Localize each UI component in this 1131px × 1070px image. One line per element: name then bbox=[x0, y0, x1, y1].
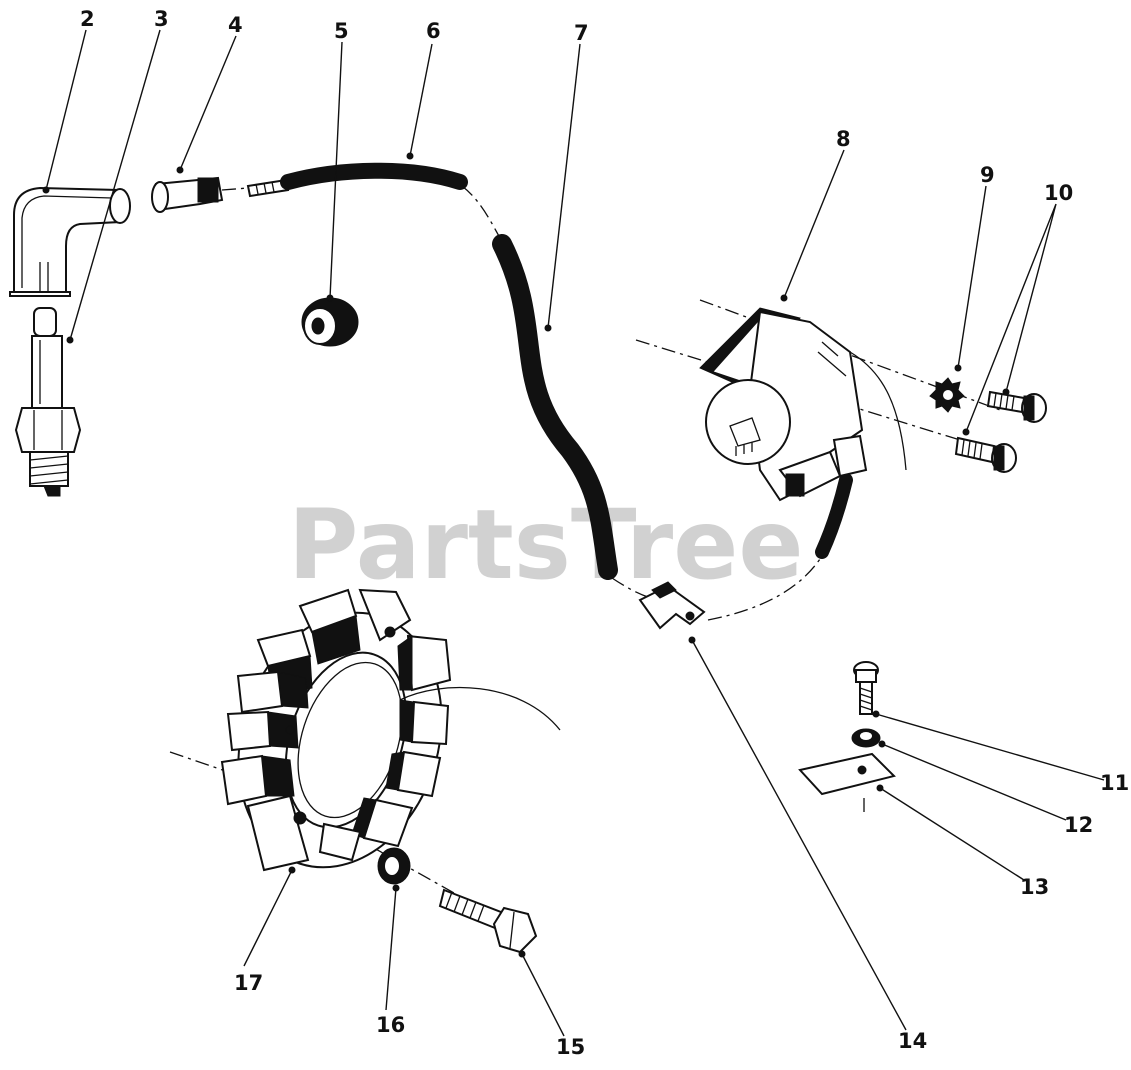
callout-16: 16 bbox=[376, 1013, 405, 1037]
stator-bolt[interactable] bbox=[438, 888, 538, 954]
ignition-wire[interactable] bbox=[280, 162, 853, 621]
callout-13: 13 bbox=[1020, 875, 1049, 899]
callout-6: 6 bbox=[426, 19, 441, 43]
callout-2: 2 bbox=[80, 7, 95, 31]
callout-15: 15 bbox=[556, 1035, 585, 1059]
spark-plug[interactable] bbox=[14, 307, 82, 497]
callout-10: 10 bbox=[1044, 181, 1073, 205]
spark-plug-boot[interactable] bbox=[9, 186, 131, 297]
grommet[interactable] bbox=[301, 297, 359, 347]
ignition-module[interactable] bbox=[635, 299, 1001, 502]
mounting-screw-upper[interactable] bbox=[986, 390, 1047, 423]
callout-8: 8 bbox=[836, 127, 851, 151]
callout-3: 3 bbox=[154, 7, 169, 31]
callout-5: 5 bbox=[334, 19, 349, 43]
leader-lines bbox=[42, 29, 1105, 1037]
ground-plate[interactable] bbox=[798, 752, 896, 812]
spacer-washer[interactable] bbox=[377, 847, 411, 885]
wire-clip[interactable] bbox=[638, 581, 706, 630]
watermark: PartsTree bbox=[288, 489, 803, 601]
callout-9: 9 bbox=[980, 163, 995, 187]
callout-12: 12 bbox=[1064, 813, 1093, 837]
callout-4: 4 bbox=[228, 13, 243, 37]
stator-assembly[interactable] bbox=[169, 586, 561, 931]
star-washer[interactable] bbox=[929, 377, 965, 413]
callout-14: 14 bbox=[898, 1029, 927, 1053]
mounting-screw-lower[interactable] bbox=[954, 436, 1017, 473]
callout-7: 7 bbox=[574, 21, 589, 45]
callout-numbers: 2 3 4 5 6 7 8 9 10 11 12 13 14 15 16 17 bbox=[80, 7, 1129, 1059]
ground-screw[interactable] bbox=[853, 661, 879, 715]
callout-11: 11 bbox=[1100, 771, 1129, 795]
lock-washer[interactable] bbox=[851, 728, 881, 748]
callout-17: 17 bbox=[234, 971, 263, 995]
terminal-connector[interactable] bbox=[151, 176, 290, 213]
